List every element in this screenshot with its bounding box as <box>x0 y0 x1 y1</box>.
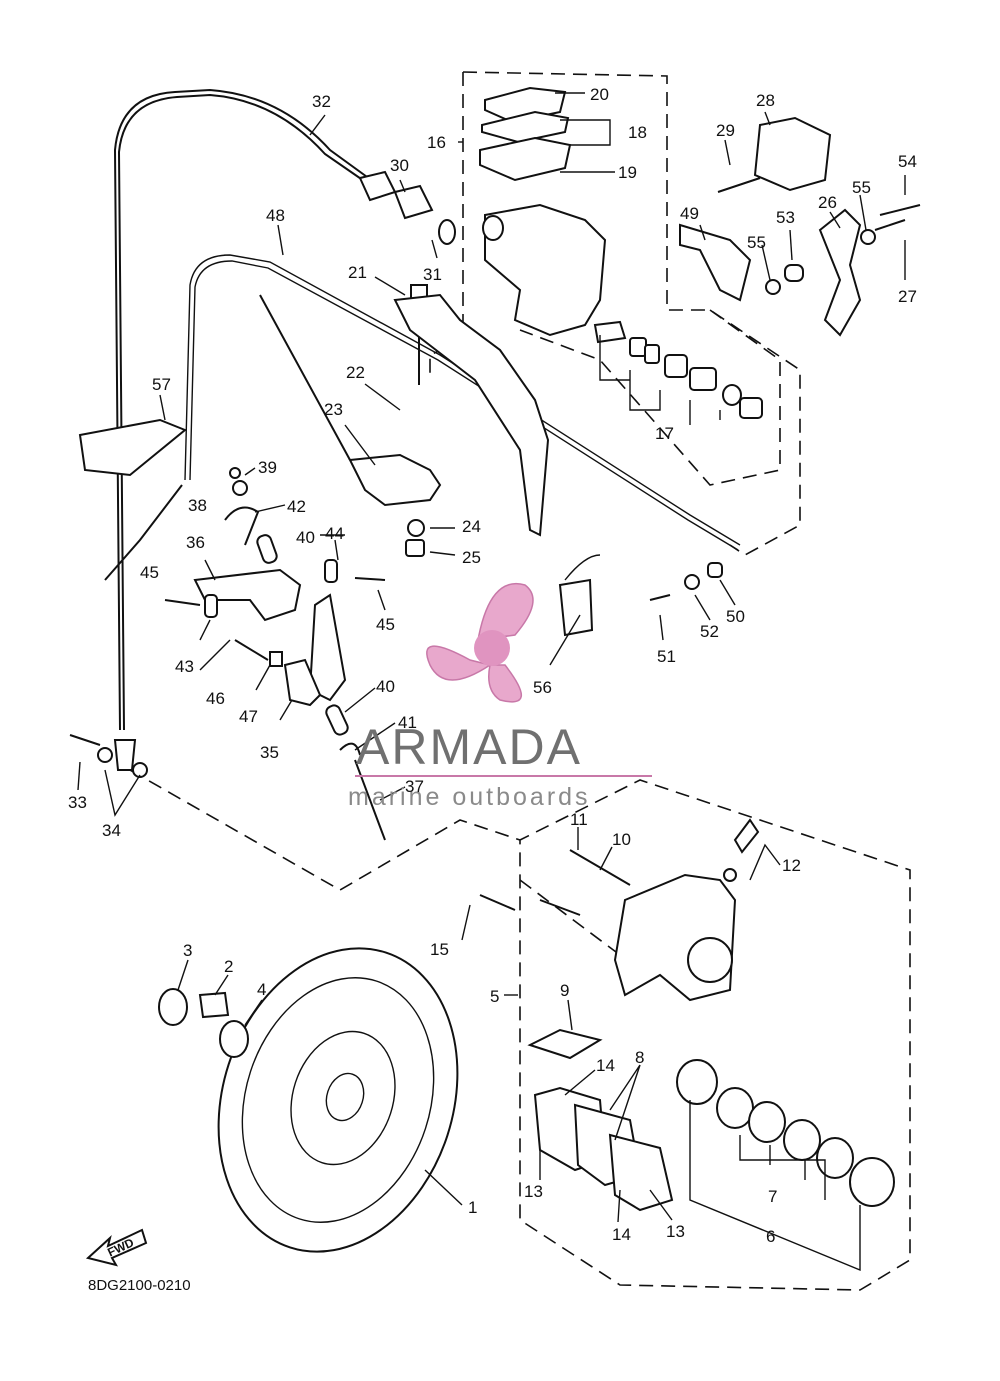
callout-label: 13 <box>666 1222 685 1241</box>
switch-bracket-group <box>679 116 921 337</box>
callout-label: 20 <box>590 85 609 104</box>
callout-label: 11 <box>570 810 588 829</box>
drawing-code: 8DG2100-0210 <box>88 1277 191 1294</box>
caliper-group <box>479 818 895 1212</box>
callout-label: 7 <box>768 1187 777 1206</box>
callout-label: 43 <box>175 657 194 676</box>
linkage-group <box>69 418 386 841</box>
callout-label: 14 <box>612 1225 631 1244</box>
callout-label: 44 <box>325 524 344 543</box>
watermark-tagline: marine outboards <box>348 783 591 811</box>
master-cylinder-group <box>358 86 763 419</box>
callout-label: 40 <box>376 677 395 696</box>
callout-label: 23 <box>324 400 343 419</box>
callout-label: 17 <box>655 424 674 443</box>
callout-label: 35 <box>260 743 279 762</box>
brake-disc <box>217 947 459 1253</box>
callout-label: 32 <box>312 92 331 111</box>
callout-label: 52 <box>700 622 719 641</box>
callout-label: 12 <box>782 856 801 875</box>
callout-label: 4 <box>257 980 266 999</box>
callout-label: 27 <box>898 287 917 306</box>
brand-logo-icon <box>426 583 534 703</box>
callout-label: 30 <box>390 156 409 175</box>
callout-label: 37 <box>405 777 424 796</box>
callout-label: 19 <box>618 163 637 182</box>
callout-label: 38 <box>188 496 207 515</box>
cables <box>104 88 741 731</box>
callout-label: 5 <box>490 987 499 1006</box>
callout-label: 47 <box>239 707 258 726</box>
misc-small-parts <box>558 554 723 637</box>
callout-label: 9 <box>560 981 569 1000</box>
callout-label: 18 <box>628 123 647 142</box>
callout-label: 36 <box>186 533 205 552</box>
callout-label: 50 <box>726 607 745 626</box>
callout-label: 22 <box>346 363 365 382</box>
fwd-arrow-icon: FWD <box>85 1228 148 1267</box>
lever-group <box>259 293 550 557</box>
callout-label: 56 <box>533 678 552 697</box>
callout-label: 14 <box>596 1056 615 1075</box>
callout-label: 16 <box>427 133 446 152</box>
callout-label: 26 <box>818 193 837 212</box>
callout-label: 40 <box>296 528 315 547</box>
callout-label: 45 <box>376 615 395 634</box>
callout-labels: 1 2 3 4 5 6 7 8 9 10 11 12 13 13 14 14 1… <box>68 85 917 1246</box>
callout-label: 31 <box>423 265 442 284</box>
callout-label: 48 <box>266 206 285 225</box>
callout-label: 46 <box>206 689 225 708</box>
callout-label: 51 <box>657 647 676 666</box>
callout-label: 39 <box>258 458 277 477</box>
callout-label: 28 <box>756 91 775 110</box>
callout-label: 33 <box>68 793 87 812</box>
callout-label: 3 <box>183 941 192 960</box>
callout-label: 41 <box>398 713 417 732</box>
callout-label: 6 <box>766 1227 775 1246</box>
callout-label: 34 <box>102 821 121 840</box>
callout-label: 15 <box>430 940 449 959</box>
callout-label: 25 <box>462 548 481 567</box>
callout-label: 21 <box>348 263 367 282</box>
callout-label: 2 <box>224 957 233 976</box>
watermark-brand: ARMADA <box>356 719 582 775</box>
callout-label: 10 <box>612 830 631 849</box>
callout-label: 45 <box>140 563 159 582</box>
callout-label: 54 <box>898 152 917 171</box>
callout-label: 42 <box>287 497 306 516</box>
leader-lines <box>77 92 906 1272</box>
callout-label: 53 <box>776 208 795 227</box>
callout-label: 55 <box>852 178 871 197</box>
callout-label: 13 <box>524 1182 543 1201</box>
callout-label: 29 <box>716 121 735 140</box>
callout-label: 8 <box>635 1048 644 1067</box>
callout-label: 1 <box>468 1198 477 1217</box>
callout-label: 49 <box>680 204 699 223</box>
callout-label: 24 <box>462 517 481 536</box>
callout-label: 57 <box>152 375 171 394</box>
disc-spacers <box>158 988 249 1058</box>
callout-label: 55 <box>747 233 766 252</box>
assembly-boundaries <box>129 71 911 1291</box>
